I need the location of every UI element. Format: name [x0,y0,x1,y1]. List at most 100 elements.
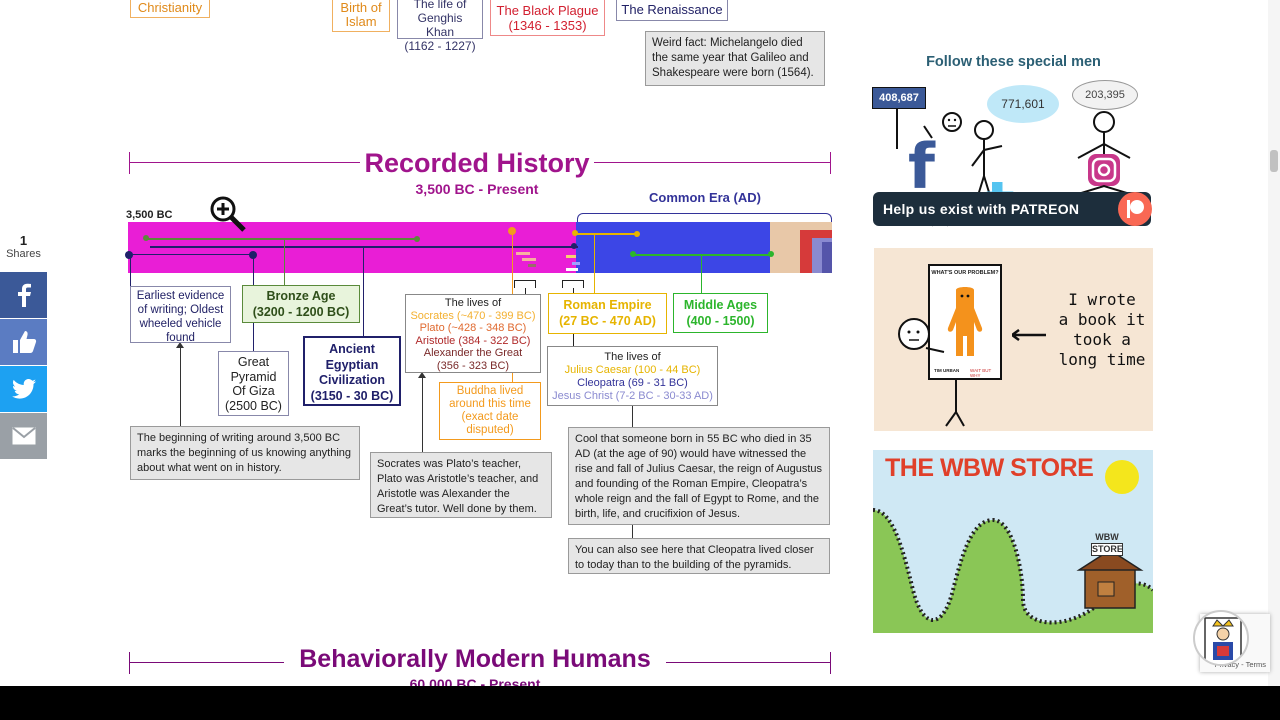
note-socrates: Socrates was Plato’s teacher, Plato was … [370,452,552,518]
recaptcha-links[interactable]: Privacy - Terms [1214,660,1266,669]
genghis-line2: Genghis Khan [417,11,463,39]
dot-middle-end [768,251,774,257]
egypt-dates: (3150 - 30 BC) [310,388,394,403]
islam-line2: Islam [345,14,377,29]
conn-writing [130,255,131,286]
recorded-header-line-left [129,162,360,163]
note-caesar: Cool that someone born in 55 BC who died… [568,427,830,525]
greek-plato: Plato (~428 - 348 BC) [419,322,527,334]
roman-markers-2 [572,262,580,265]
book-cover: WHAT'S OUR PROBLEM? TIM URBAN WAIT BUT W… [928,264,1002,380]
dot-roman-start [572,230,578,236]
store-title: THE WBW STORE [885,454,1094,482]
event-ancient-egypt: Ancient Egyptian Civilization (3150 - 30… [303,336,401,406]
middle-name: Middle Ages [683,298,758,312]
instagram-follow-link[interactable]: 203,395 [1072,80,1138,110]
sun-icon [1105,460,1139,494]
recorded-header-tick-left [129,152,130,174]
common-era-bracket [577,213,832,223]
roman-cleopatra: Cleopatra (69 - 31 BC) [577,377,688,389]
event-earliest-writing: Earliest evidence of writing; Oldest whe… [130,286,231,344]
dot-egypt-end [571,243,577,249]
like-share-button[interactable] [0,319,47,365]
genghis-line3: (1162 - 1227) [404,39,476,53]
bronze-dates: (3200 - 1200 BC) [252,305,350,319]
roman-bracket [562,280,584,288]
greek-aristotle: Aristotle (384 - 322 BC) [415,334,531,347]
bmh-header-tick-left [129,652,130,674]
twitter-icon [11,379,36,399]
book-author: TIM URBAN [934,368,960,373]
dot-bronze-start [143,235,149,241]
patreon-label: Help us exist with PATREON [883,201,1080,217]
arrow-left-icon [1011,328,1048,342]
egypt-name: Ancient Egyptian Civilization [319,342,385,387]
bmh-header-line-left [129,662,284,663]
dot-roman-end [634,231,640,237]
dot-middle-start [630,251,636,257]
event-christianity: Christianity [130,0,210,18]
note-cleopatra: You can also see here that Cleopatra liv… [568,538,830,574]
note-writing: The beginning of writing around 3,500 BC… [130,426,360,480]
roman-line [575,233,637,235]
event-bronze-age: Bronze Age (3200 - 1200 BC) [242,285,360,323]
roman-markers-3 [566,268,578,271]
email-share-button[interactable] [0,413,47,459]
genghis-line1: The life of [413,0,467,11]
start-label: 3,500 BC [126,209,173,221]
event-black-plague: The Black Plague (1346 - 1353) [490,0,605,36]
book-cover-title: WHAT'S OUR PROBLEM? [931,270,999,276]
timeline-bar-modern3 [822,242,832,273]
event-renaissance: The Renaissance [616,0,728,21]
facebook-share-button[interactable] [0,272,47,318]
event-birth-of-islam: Birth of Islam [332,0,390,32]
plague-line1: The Black Plague [496,3,599,18]
bottom-black-bar [0,686,1280,720]
greeks-title: The lives of [444,297,502,309]
page-scrollbar[interactable] [1268,0,1280,686]
svg-text:f: f [908,130,936,203]
zoom-cursor-icon [208,194,248,234]
egypt-line [150,246,578,248]
store-sign-line1: WBW [1095,532,1119,542]
patreon-button[interactable]: Help us exist with PATREON [873,192,1152,226]
book-cover-figure [946,284,984,360]
conn-socrates-arrow [418,372,426,378]
store-ad-link[interactable]: THE WBW STORE WBW STORE [873,450,1153,633]
main-article: Christianity Birth of Islam The life of … [125,0,832,692]
dot-bronze-end [414,236,420,242]
conn-middle [701,256,702,293]
scrollbar-thumb[interactable] [1270,150,1278,172]
conn-writing-note [180,344,181,426]
middle-dates: (400 - 1500) [686,314,755,328]
bmh-header-tick-right [830,652,831,674]
book-text-line2: a book it [1058,310,1146,329]
store-sign: WBW STORE [1091,532,1123,562]
recorded-history-title: Recorded History [364,148,590,178]
store-landscape [873,490,1153,633]
king-avatar-icon[interactable] [1193,610,1249,666]
dot-writing [125,251,133,259]
bronze-age-line [146,238,416,240]
middle-ages-line [632,254,772,256]
greek-markers [516,252,530,255]
conn-caesar-note [632,405,633,427]
twitter-follow-link[interactable]: 771,601 [987,85,1059,123]
greek-bracket [514,280,536,288]
facebook-follow-link[interactable]: 408,687 [872,87,926,109]
conn-cleo-note [632,524,633,538]
twitter-share-button[interactable] [0,366,47,412]
greek-markers-2 [522,258,536,261]
facebook-icon [17,283,31,307]
event-middle-ages: Middle Ages (400 - 1500) [673,293,768,333]
book-publisher: WAIT BUT WHY [970,368,992,378]
conn-pyramid-note-arrow [176,342,184,348]
book-ad-link[interactable]: WHAT'S OUR PROBLEM? TIM URBAN WAIT BUT W… [874,248,1153,431]
recorded-header-tick-right [830,152,831,174]
event-genghis-khan: The life of Genghis Khan (1162 - 1227) [397,0,483,53]
instagram-figure-icon [1058,110,1152,228]
conn-socrates-note [422,374,423,452]
event-greek-philosophers: The lives of Socrates (~470 - 399 BC) Pl… [405,294,541,373]
timeline-bar-ce [576,222,770,273]
greek-markers-3 [528,264,536,267]
